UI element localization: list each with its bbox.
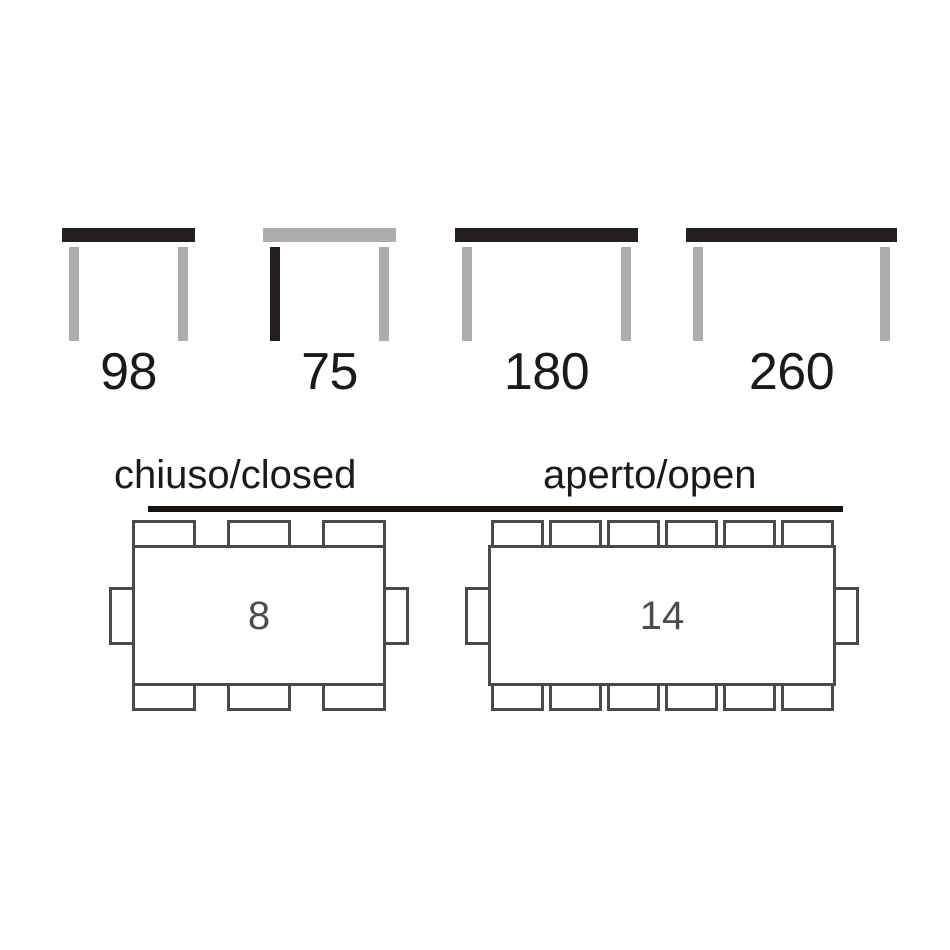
- plan-labels-row: chiuso/closed aperto/open: [0, 455, 950, 505]
- chair-top-6: [780, 520, 834, 548]
- table-leg-right: [379, 247, 389, 341]
- chair-top-4: [664, 520, 718, 548]
- chair-bottom-6: [780, 683, 834, 711]
- chair-bottom-2: [548, 683, 602, 711]
- table-leg-right: [880, 247, 890, 341]
- chair-bottom-4: [664, 683, 718, 711]
- table-leg-left: [69, 247, 79, 341]
- chair-top-1: [490, 520, 544, 548]
- chair-bottom-1: [490, 683, 544, 711]
- table-leg-left: [270, 247, 280, 341]
- dimension-label-98: 98: [100, 343, 157, 401]
- chair-top-5: [722, 520, 776, 548]
- chair-top-2: [227, 520, 291, 548]
- chair-top-3: [322, 520, 386, 548]
- table-leg-left: [462, 247, 472, 341]
- label-chiuso-closed: chiuso/closed: [114, 453, 357, 497]
- table-outline: [132, 545, 386, 686]
- chair-right: [383, 586, 409, 645]
- dimension-label-75: 75: [301, 343, 358, 401]
- seat-count-14: 14: [639, 593, 685, 638]
- seat-count-8: 8: [247, 593, 271, 638]
- horizontal-rule: [148, 506, 843, 512]
- tabletop-bar: [455, 228, 638, 242]
- table-leg-left: [693, 247, 703, 341]
- dimension-label-260: 260: [748, 343, 835, 401]
- chair-top-2: [548, 520, 602, 548]
- tabletop-bar: [686, 228, 897, 242]
- chair-bottom-3: [322, 683, 386, 711]
- tabletop-bar: [62, 228, 195, 242]
- tabletop-bar: [263, 228, 396, 242]
- table-outline: [488, 545, 836, 686]
- chair-bottom-3: [606, 683, 660, 711]
- chair-top-1: [132, 520, 196, 548]
- dimension-label-180: 180: [503, 343, 590, 401]
- chair-bottom-2: [227, 683, 291, 711]
- chair-right: [833, 586, 859, 645]
- chair-bottom-1: [132, 683, 196, 711]
- table-leg-right: [621, 247, 631, 341]
- elevation-views-row: 98 75 180 260: [0, 0, 950, 420]
- chair-top-3: [606, 520, 660, 548]
- label-aperto-open: aperto/open: [543, 453, 757, 497]
- table-leg-right: [178, 247, 188, 341]
- chair-bottom-5: [722, 683, 776, 711]
